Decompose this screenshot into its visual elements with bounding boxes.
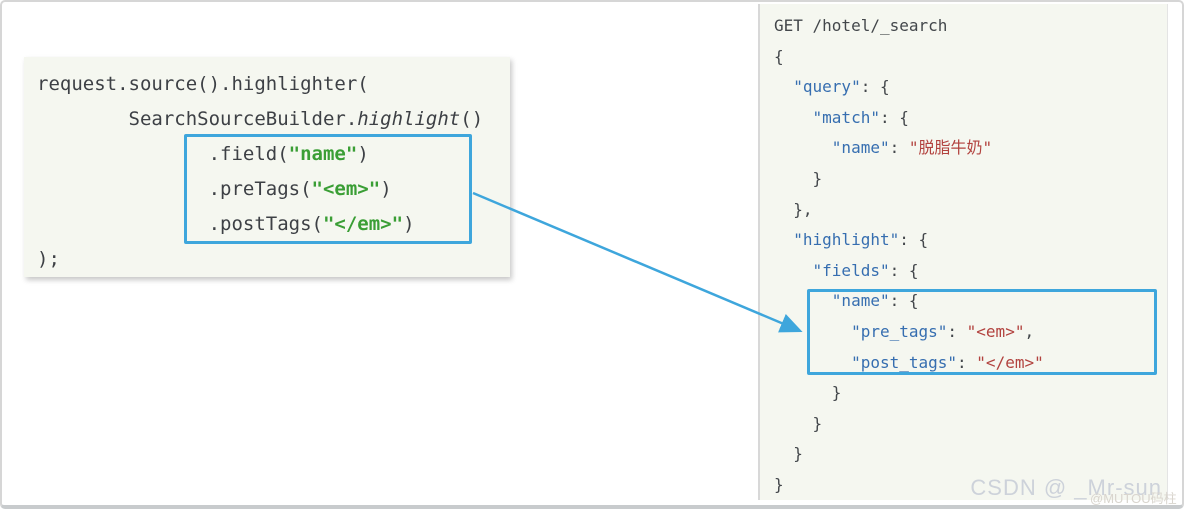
code-segment-plain: .postTags( bbox=[37, 213, 323, 235]
left-highlight-box bbox=[184, 134, 472, 244]
code-segment-plain: }, bbox=[774, 199, 813, 219]
code-segment-plain: : bbox=[889, 138, 909, 158]
code-segment-green: "<em>" bbox=[311, 178, 381, 200]
code-segment-plain: : { bbox=[889, 291, 919, 311]
code-segment-str: "</em>" bbox=[976, 352, 1044, 372]
code-segment-plain: ) bbox=[357, 143, 369, 165]
code-segment-plain: } bbox=[774, 383, 842, 403]
code-segment-plain: SearchSourceBuilder. bbox=[37, 108, 358, 130]
code-segment-plain: .preTags( bbox=[37, 178, 312, 200]
code-line: .preTags("<em>") bbox=[37, 172, 510, 207]
code-line: "match": { bbox=[774, 103, 1167, 134]
code-segment-str: "脱脂牛奶" bbox=[908, 138, 993, 158]
code-segment-plain bbox=[774, 138, 832, 157]
csdn-watermark: CSDN @ _Mr-sun bbox=[970, 475, 1162, 500]
code-segment-str: "<em>" bbox=[966, 321, 1025, 341]
arrow-line bbox=[472, 191, 803, 333]
code-segment-plain: request.source().highlighter( bbox=[37, 73, 369, 95]
code-segment-plain: .field( bbox=[37, 143, 289, 165]
code-line: request.source().highlighter( bbox=[37, 67, 510, 102]
code-line: } bbox=[774, 439, 1167, 470]
code-segment-plain bbox=[774, 108, 813, 127]
code-segment-plain: : bbox=[947, 321, 967, 341]
code-segment-plain: : bbox=[957, 352, 977, 372]
code-segment-key: "pre_tags" bbox=[851, 321, 948, 341]
code-segment-plain: GET /hotel/_search bbox=[774, 16, 948, 35]
code-line: .field("name") bbox=[37, 137, 510, 172]
code-segment-plain: ) bbox=[380, 178, 392, 200]
code-segment-plain: , bbox=[1024, 321, 1035, 341]
code-line: .postTags("</em>") bbox=[37, 207, 510, 242]
code-line: { bbox=[774, 42, 1167, 73]
code-line: GET /hotel/_search bbox=[774, 11, 1167, 42]
code-segment-plain: : { bbox=[889, 260, 919, 280]
code-line: } bbox=[774, 164, 1167, 195]
code-line: "query": { bbox=[774, 72, 1167, 103]
code-segment-key: "highlight" bbox=[793, 230, 900, 250]
code-segment-plain: ) bbox=[403, 213, 415, 235]
code-segment-key: "name" bbox=[831, 291, 890, 311]
code-segment-plain bbox=[774, 230, 793, 249]
code-segment-plain bbox=[774, 261, 813, 280]
java-highlighter-code-card: request.source().highlighter( SearchSour… bbox=[24, 57, 510, 277]
code-segment-plain: : { bbox=[879, 107, 909, 127]
code-segment-plain bbox=[774, 77, 793, 96]
code-line: SearchSourceBuilder.highlight() bbox=[37, 102, 510, 137]
code-segment-key: "query" bbox=[793, 77, 861, 97]
code-segment-key: "fields" bbox=[812, 260, 890, 280]
code-segment-green: "name" bbox=[288, 143, 358, 165]
code-line: } bbox=[774, 470, 1167, 501]
dsl-search-request-panel: GET /hotel/_search{ "query": { "match": … bbox=[758, 4, 1168, 500]
code-line: } bbox=[774, 409, 1167, 440]
code-line: } bbox=[774, 378, 1167, 409]
code-segment-plain: : { bbox=[860, 77, 890, 97]
code-line: "post_tags": "</em>" bbox=[774, 348, 1167, 379]
code-segment-key: "post_tags" bbox=[851, 352, 958, 372]
secondary-watermark: @MUTOU码柱 bbox=[1090, 491, 1177, 506]
code-segment-plain: ); bbox=[37, 248, 60, 270]
code-segment-plain: () bbox=[460, 108, 484, 130]
code-line: }, bbox=[774, 195, 1167, 226]
code-segment-green: "</em>" bbox=[322, 213, 404, 235]
code-segment-plain: } bbox=[774, 444, 803, 464]
code-segment-key: "name" bbox=[831, 138, 890, 158]
code-segment-plain: } bbox=[774, 474, 784, 494]
code-segment-plain: } bbox=[774, 413, 823, 433]
code-line: ); bbox=[37, 242, 510, 277]
code-segment-plain: { bbox=[774, 46, 784, 66]
code-line: "name": { bbox=[774, 286, 1167, 317]
code-line: "fields": { bbox=[774, 256, 1167, 287]
code-line: "name": "脱脂牛奶" bbox=[774, 133, 1167, 164]
code-segment-key: "match" bbox=[812, 107, 880, 127]
code-line: "highlight": { bbox=[774, 225, 1167, 256]
code-segment-plain: } bbox=[774, 168, 823, 188]
code-line: "pre_tags": "<em>", bbox=[774, 317, 1167, 348]
right-highlight-box bbox=[807, 289, 1157, 375]
code-segment-plain: : { bbox=[899, 230, 929, 250]
code-segment-italic: highlight bbox=[357, 108, 461, 130]
